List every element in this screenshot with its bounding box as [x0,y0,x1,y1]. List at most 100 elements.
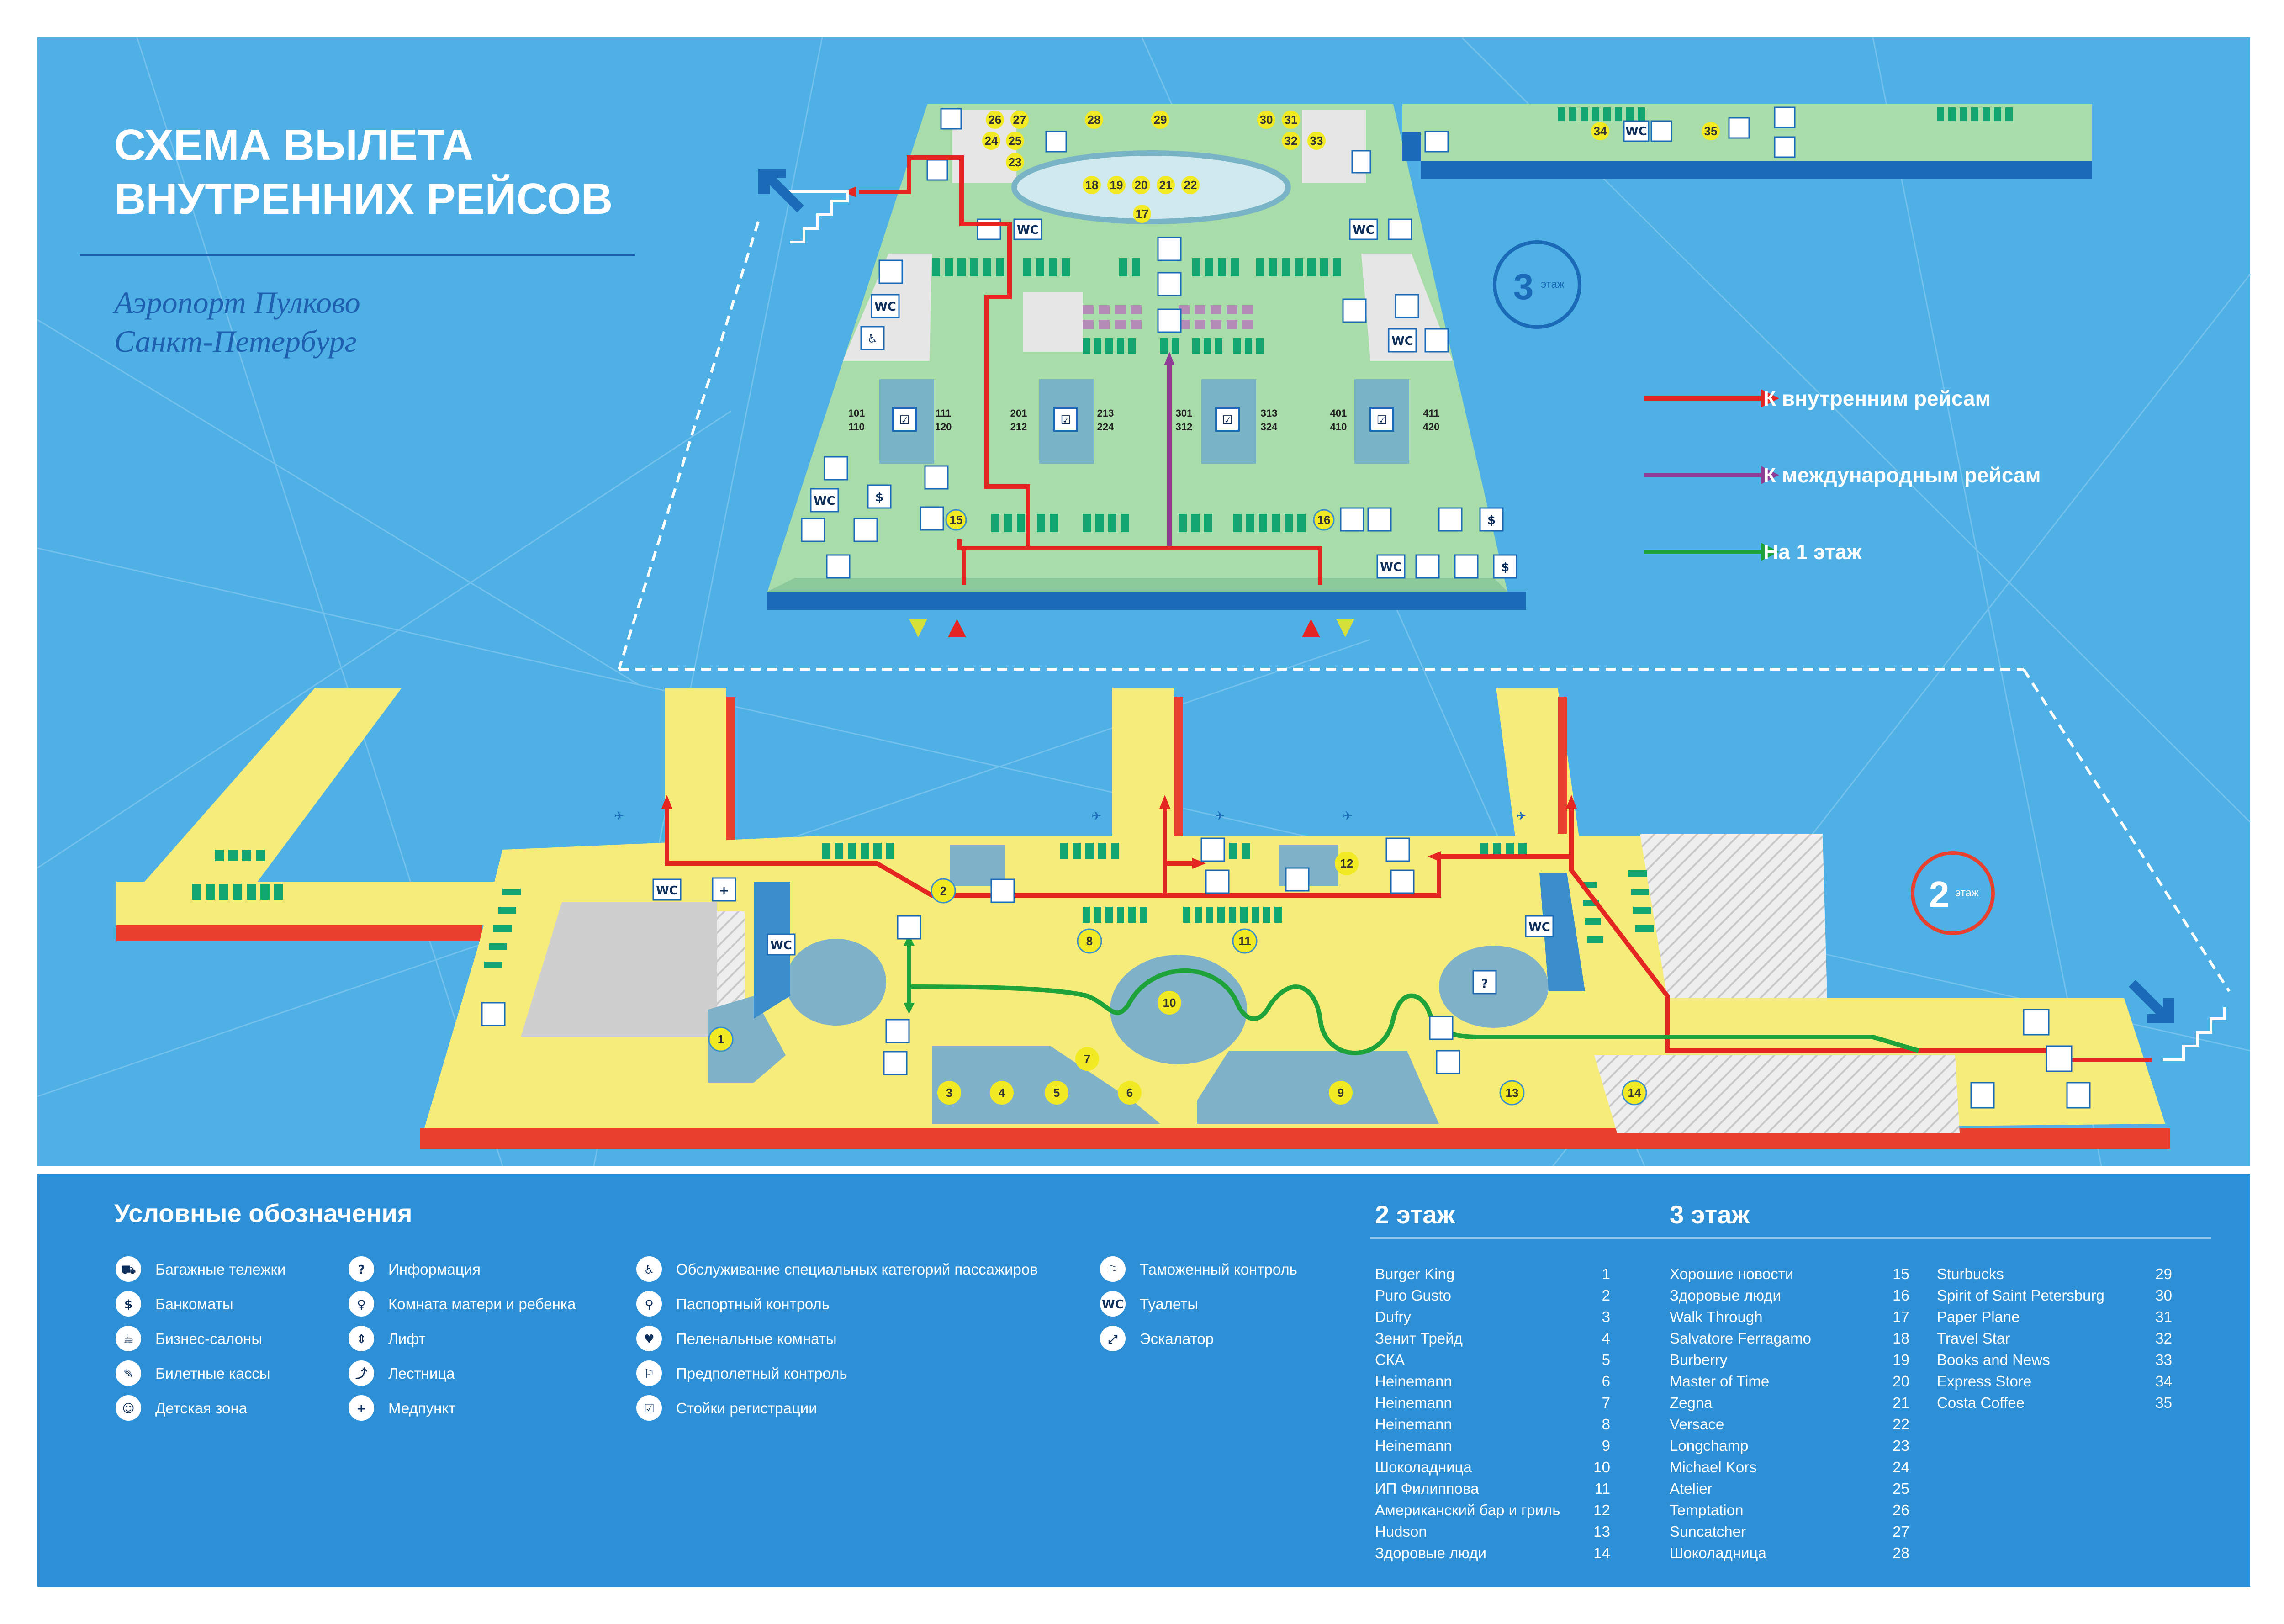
shop-name: Sturbucks [1937,1265,2004,1282]
svg-text:$: $ [875,491,883,504]
shop-marker: 12 [1340,857,1353,870]
baby-changing-icon [878,259,903,284]
svg-text:+: + [719,884,729,898]
stairs-icon [1200,837,1225,862]
route-legend-label: На 1 этаж [1763,540,1862,564]
checkin-desk-icons: ☑ ☑ ☑ ☑ [892,407,1394,432]
checkin-label: 410 [1330,421,1347,433]
legend-items: ⛟Багажные тележки$Банкоматы☕Бизнес-салон… [116,1256,1297,1421]
svg-text:$: $ [1487,513,1496,527]
svg-text:✈: ✈ [1091,809,1101,823]
elevator-icon [801,518,825,542]
toilet-icon [1100,1291,1126,1317]
legend-label: Предполетный контроль [676,1365,847,1382]
shop-name: Michael Kors [1670,1459,1757,1476]
floor3-service-icons: WC WC ♿ WC $ WC WC $ WC [801,106,1796,579]
security-check-icon [1157,272,1182,296]
legend-glyph: ⤴ [355,1367,368,1381]
baby-changing-icon [824,456,848,481]
shop-name: Atelier [1670,1480,1713,1497]
mother-child-room-icon [481,1002,506,1026]
shop-name: Hudson [1375,1523,1427,1540]
legend-entry: ☺Детская зона [116,1395,248,1421]
shop-number: 2 [1602,1287,1610,1304]
shop-name: Temptation [1670,1502,1743,1518]
legend-entry: ⇕Лифт [349,1326,426,1351]
shop-marker: 19 [1110,178,1123,192]
svg-text:WC: WC [1391,334,1413,348]
toilet-icon [810,488,839,513]
shop-name: Versace [1670,1416,1724,1433]
legend-glyph: $ [124,1298,132,1312]
checkin-label: 212 [1010,421,1027,433]
stairs-icon [885,1019,910,1043]
information-icon [1472,970,1497,995]
exit-arrow-icon [2129,980,2174,1023]
svg-text:✈: ✈ [1516,809,1526,823]
route-arrowhead [1164,352,1175,365]
checkin-label: 411 [1423,407,1439,419]
shop-marker: 16 [1317,513,1331,527]
stairs-icon [1285,867,1310,892]
legend-glyph: ☕ [123,1333,133,1346]
shop-name: Шоколадница [1375,1459,1472,1476]
checkin-label: 111 [936,407,951,419]
escalator-icon [853,518,878,542]
entrance-marker [1302,619,1320,637]
shop-number: 31 [2155,1308,2172,1325]
checkin-label: 401 [1330,407,1347,419]
shop-number: 12 [1593,1502,1610,1518]
checkin-label: 120 [935,421,952,433]
security-check-icon [636,1360,662,1386]
shop-marker: 10 [1163,996,1176,1010]
stairs-icon [1415,554,1440,579]
svg-text:WC: WC [770,939,792,952]
checkin-label: 201 [1010,407,1027,419]
shop-number: 27 [1893,1523,1909,1540]
special-assistance-icon [636,1256,662,1282]
shop-name: Heinemann [1375,1437,1452,1454]
toilet-icon [652,878,682,901]
escalator-icon [1100,1326,1126,1351]
route-legend-label: К международным рейсам [1763,463,2041,487]
checkin-label: 420 [1423,421,1440,433]
legend-entry: ⚐Таможенный контроль [1100,1256,1297,1282]
floor2-service-icons: WC + WC WC ? [481,837,2091,1109]
business-lounge-icon [116,1326,141,1351]
stairs-icon [1385,837,1410,862]
shop-marker: 4 [999,1086,1005,1100]
toilet-icon [1013,218,1042,240]
shop-name: Burberry [1670,1351,1728,1368]
shop-number: 29 [2155,1265,2172,1282]
shop-number: 35 [2155,1394,2172,1411]
shop-number: 30 [2155,1287,2172,1304]
shop-number: 16 [1893,1287,1909,1304]
checkin-label: 312 [1176,421,1193,433]
legend-label: Стойки регистрации [676,1400,817,1417]
shop-number: 25 [1893,1480,1909,1497]
shop-name: Здоровые люди [1375,1545,1486,1561]
svg-text:WC: WC [656,884,678,898]
legend-entry: ⤢Эскалатор [1100,1326,1214,1351]
shop-marker: 34 [1594,124,1607,138]
svg-text:WC: WC [1017,223,1039,237]
legend-label: Бизнес-салоны [155,1330,262,1347]
checkin-label: 313 [1261,407,1278,419]
elevator-icon [1454,554,1479,579]
escalator-icon [2046,1045,2073,1072]
customs-control-icon [1157,237,1182,261]
floor3-security-lanes [1083,305,1253,329]
shop-marker: 3 [946,1086,952,1100]
stairs-icon [349,1360,374,1386]
legend-label: Эскалатор [1140,1330,1214,1347]
legend-entry: ☕ Бизнес-салоны [116,1326,262,1351]
shop-number: 15 [1893,1265,1909,1282]
shop-marker: 6 [1126,1086,1133,1100]
title-line2: ВНУТРЕННИХ РЕЙСОВ [114,174,613,223]
atm-icon [867,484,892,509]
legend-glyph: ⚐ [1107,1263,1118,1277]
escalator-icon [1438,507,1463,532]
elevator-icon [1351,150,1371,174]
shop-number: 19 [1893,1351,1909,1368]
shop-name: Walk Through [1670,1308,1763,1325]
